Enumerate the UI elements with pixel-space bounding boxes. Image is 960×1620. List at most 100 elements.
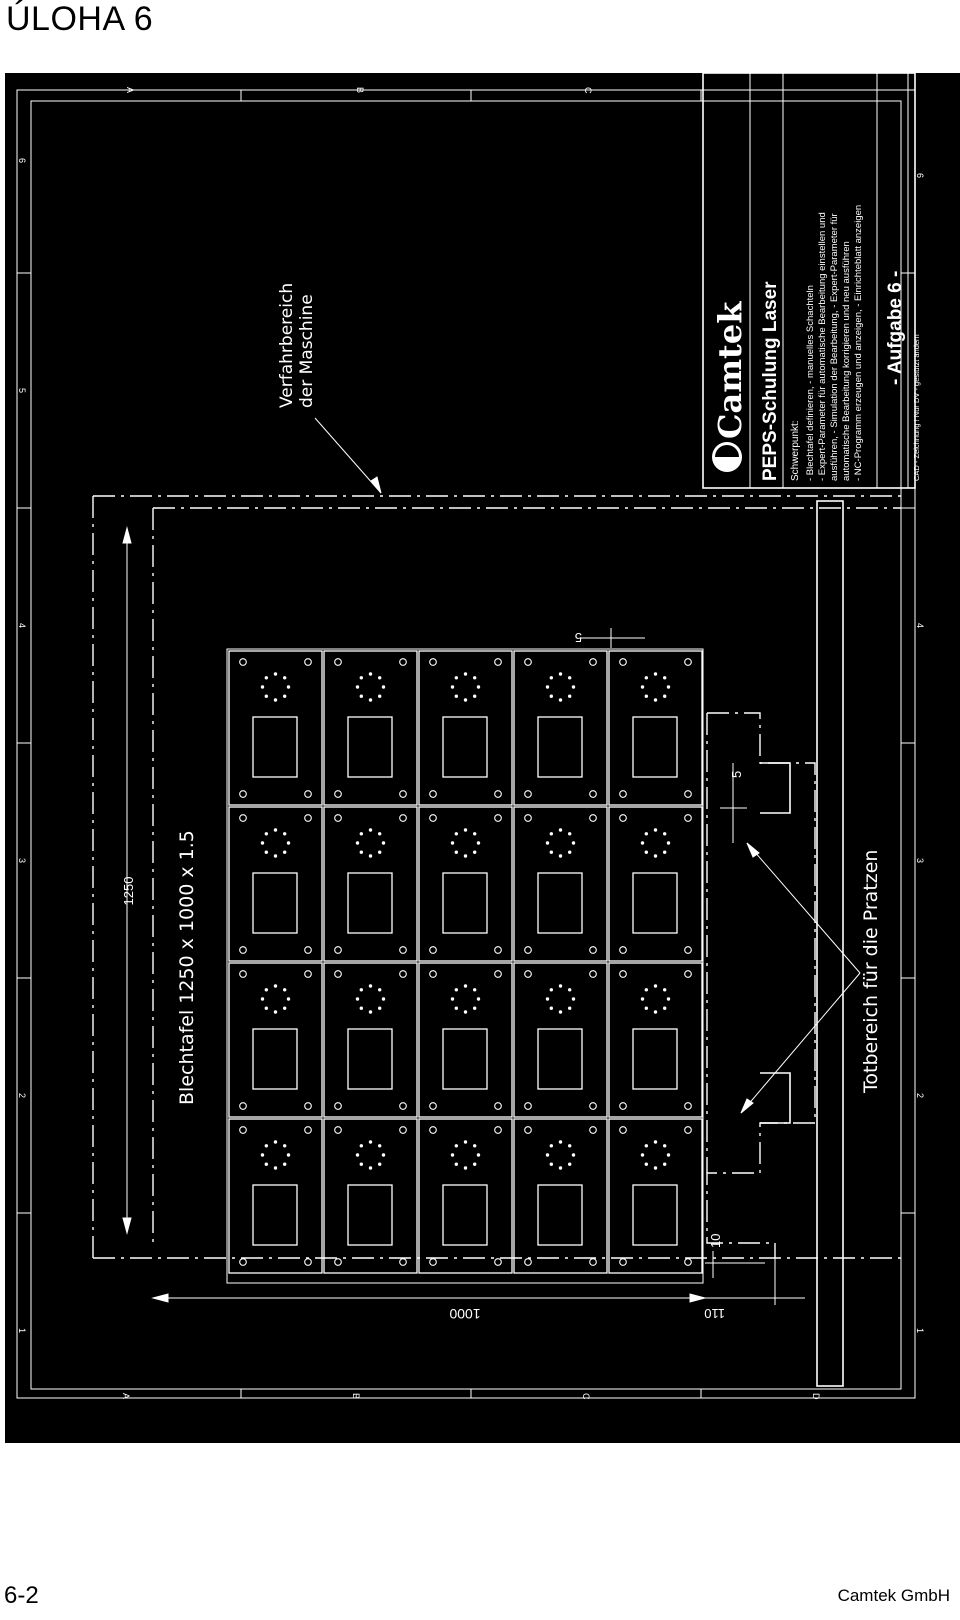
bolt-circle-hole	[282, 850, 287, 854]
mounting-hole	[684, 814, 692, 822]
bolt-circle-hole	[368, 1010, 373, 1014]
bolt-circle-hole	[273, 828, 278, 832]
bolt-circle-hole	[662, 694, 667, 698]
bolt-circle-hole	[282, 694, 287, 698]
mounting-hole	[684, 790, 692, 798]
bolt-circle-hole	[454, 850, 459, 854]
bolt-circle-hole	[282, 832, 287, 836]
bolt-circle-hole	[545, 1153, 550, 1157]
outer-border	[16, 89, 916, 1399]
bolt-circle-hole	[567, 1006, 572, 1010]
mounting-hole	[334, 658, 342, 666]
zone-number-6: 6	[17, 158, 27, 163]
zone-letter-c: C	[583, 87, 593, 94]
bolt-circle-hole	[558, 828, 563, 832]
mounting-hole	[619, 1126, 627, 1134]
part-outline	[323, 962, 418, 1118]
bolt-circle-hole	[571, 997, 576, 1001]
bolt-circle-hole	[286, 1153, 291, 1157]
zone-number-1-right: 1	[915, 1328, 925, 1333]
title-block	[702, 73, 916, 489]
bolt-circle-hole	[662, 832, 667, 836]
bolt-circle-hole	[286, 841, 291, 845]
dead-zone-leaders	[740, 842, 861, 1114]
mounting-hole	[334, 1102, 342, 1110]
dimension-1000-label: 1000	[449, 1306, 480, 1322]
bolt-circle-hole	[476, 841, 481, 845]
bolt-circle-hole	[359, 694, 364, 698]
travel-range-leader	[314, 417, 382, 494]
part-cutout	[347, 1028, 393, 1090]
mounting-hole	[239, 970, 247, 978]
dimension-110	[695, 1243, 805, 1305]
dimension-1250-label: 1250	[121, 877, 136, 906]
part-outline	[228, 650, 323, 806]
mounting-hole	[619, 1258, 627, 1266]
company-name: Camtek GmbH	[837, 1586, 950, 1605]
mounting-hole	[494, 946, 502, 954]
mounting-hole	[589, 1126, 597, 1134]
mounting-hole	[304, 946, 312, 954]
nested-part	[608, 962, 703, 1118]
bolt-circle-hole	[653, 1166, 658, 1170]
part-outline	[228, 962, 323, 1118]
bolt-circle-hole	[454, 1162, 459, 1166]
dimension-5-top	[580, 628, 645, 648]
bolt-circle-hole	[463, 854, 468, 858]
bolt-circle-hole	[644, 694, 649, 698]
mounting-hole	[429, 1126, 437, 1134]
mounting-hole	[619, 658, 627, 666]
mounting-hole	[304, 970, 312, 978]
mounting-hole	[304, 790, 312, 798]
bolt-circle-hole	[549, 832, 554, 836]
bolt-circle-hole	[666, 841, 671, 845]
part-cutout	[252, 1184, 298, 1246]
bolt-circle-hole	[450, 997, 455, 1001]
part-cutout	[632, 1028, 678, 1090]
bolt-circle-hole	[359, 1162, 364, 1166]
bolt-circle-hole	[264, 676, 269, 680]
bolt-circle-hole	[264, 832, 269, 836]
title-block-title: PEPS-Schulung Laser	[760, 281, 781, 481]
bolt-circle-hole	[558, 984, 563, 988]
inner-border	[30, 100, 902, 1390]
title-block-footer: CAD - Zeichnung ! Nur DV - gestützt ände…	[912, 334, 921, 481]
bolt-circle-hole	[454, 988, 459, 992]
bolt-circle-hole	[377, 694, 382, 698]
mounting-hole	[684, 970, 692, 978]
nested-part	[513, 962, 608, 1118]
bolt-circle-hole	[558, 698, 563, 702]
mounting-hole	[429, 1258, 437, 1266]
focus-line-2: - Expert-Parameter für automatische Bear…	[817, 212, 828, 481]
mounting-hole	[524, 1102, 532, 1110]
bolt-circle-hole	[472, 988, 477, 992]
bolt-circle-hole	[282, 988, 287, 992]
mounting-hole	[399, 946, 407, 954]
bolt-circle-hole	[472, 694, 477, 698]
nested-part	[323, 650, 418, 806]
mounting-hole	[239, 814, 247, 822]
mounting-hole	[399, 1102, 407, 1110]
zone-letter-c-bottom: C	[581, 1393, 591, 1400]
mounting-hole	[239, 1126, 247, 1134]
bolt-circle-hole	[463, 984, 468, 988]
mounting-hole	[524, 970, 532, 978]
bolt-circle-hole	[653, 1140, 658, 1144]
bolt-circle-hole	[355, 997, 360, 1001]
bolt-circle-hole	[377, 1144, 382, 1148]
bolt-circle-hole	[662, 1006, 667, 1010]
mounting-hole	[399, 1126, 407, 1134]
bolt-circle-hole	[662, 988, 667, 992]
mounting-hole	[589, 658, 597, 666]
bolt-circle-hole	[286, 997, 291, 1001]
bolt-circle-hole	[545, 997, 550, 1001]
bolt-circle-hole	[273, 1166, 278, 1170]
dimension-110-label: 110	[704, 1306, 725, 1321]
mounting-hole	[524, 1126, 532, 1134]
nested-part	[608, 1118, 703, 1274]
part-cutout	[632, 872, 678, 934]
bolt-circle-hole	[282, 1144, 287, 1148]
zone-letter-b-bottom: B	[351, 1393, 361, 1399]
mounting-hole	[494, 1258, 502, 1266]
bolt-circle-hole	[476, 997, 481, 1001]
